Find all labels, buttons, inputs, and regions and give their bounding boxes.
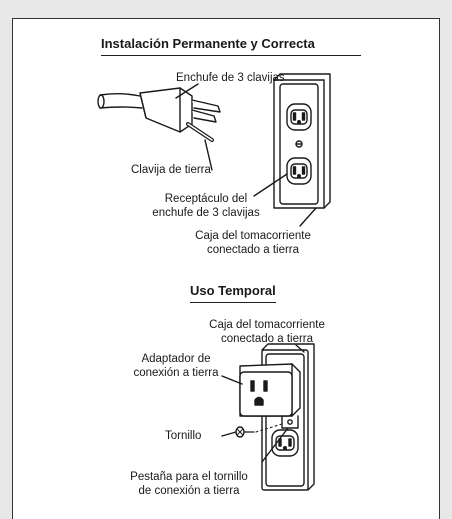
box-label-temporary-line1: Caja del tomacorriente	[209, 319, 325, 331]
tab-label: Pestaña para el tornillo de conexión a t…	[112, 470, 266, 498]
adapter-leader	[221, 375, 243, 385]
receptacle-label: Receptáculo del enchufe de 3 clavijas	[148, 192, 264, 220]
adapter-label-line1: Adaptador de	[141, 353, 211, 365]
ground-pin-leader	[204, 139, 213, 171]
box-leader-2	[295, 344, 305, 353]
heading-permanent: Instalación Permanente y Correcta	[101, 36, 315, 51]
box-label-permanent: Caja del tomacorriente conectado a tierr…	[178, 229, 328, 257]
heading-permanent-rule	[101, 55, 361, 56]
tab-label-line1: Pestaña para el tornillo	[130, 471, 248, 483]
adapter-label-line2: conexión a tierra	[133, 367, 219, 379]
box-leader-1	[299, 207, 317, 227]
heading-temporary-rule	[190, 302, 276, 303]
box-label-temporary-line2: conectado a tierra	[220, 333, 314, 345]
heading-temporary: Uso Temporal	[190, 283, 276, 298]
screw-icon	[235, 426, 255, 438]
three-prong-plug-icon	[97, 87, 221, 142]
receptacle-leader	[253, 173, 288, 197]
outlet-with-adapter-icon	[235, 343, 315, 491]
tab-leader	[261, 427, 289, 463]
adapter-label: Adaptador de conexión a tierra	[124, 352, 228, 380]
ground-pin-label: Clavija de tierra	[131, 164, 211, 176]
plug-leader	[175, 83, 199, 99]
box-label-permanent-line1: Caja del tomacorriente	[195, 230, 311, 242]
box-label-temporary: Caja del tomacorriente conectado a tierr…	[192, 318, 342, 346]
receptacle-label-line2: enchufe de 3 clavijas	[152, 207, 260, 219]
screw-leader	[221, 431, 237, 437]
wall-outlet-icon	[273, 73, 331, 209]
tab-label-line2: de conexión a tierra	[138, 485, 240, 497]
plug-label: Enchufe de 3 clavijas	[176, 72, 285, 84]
receptacle-label-line1: Receptáculo del	[164, 193, 248, 205]
screw-label: Tornillo	[165, 430, 202, 442]
box-label-permanent-line2: conectado a tierra	[206, 244, 300, 256]
